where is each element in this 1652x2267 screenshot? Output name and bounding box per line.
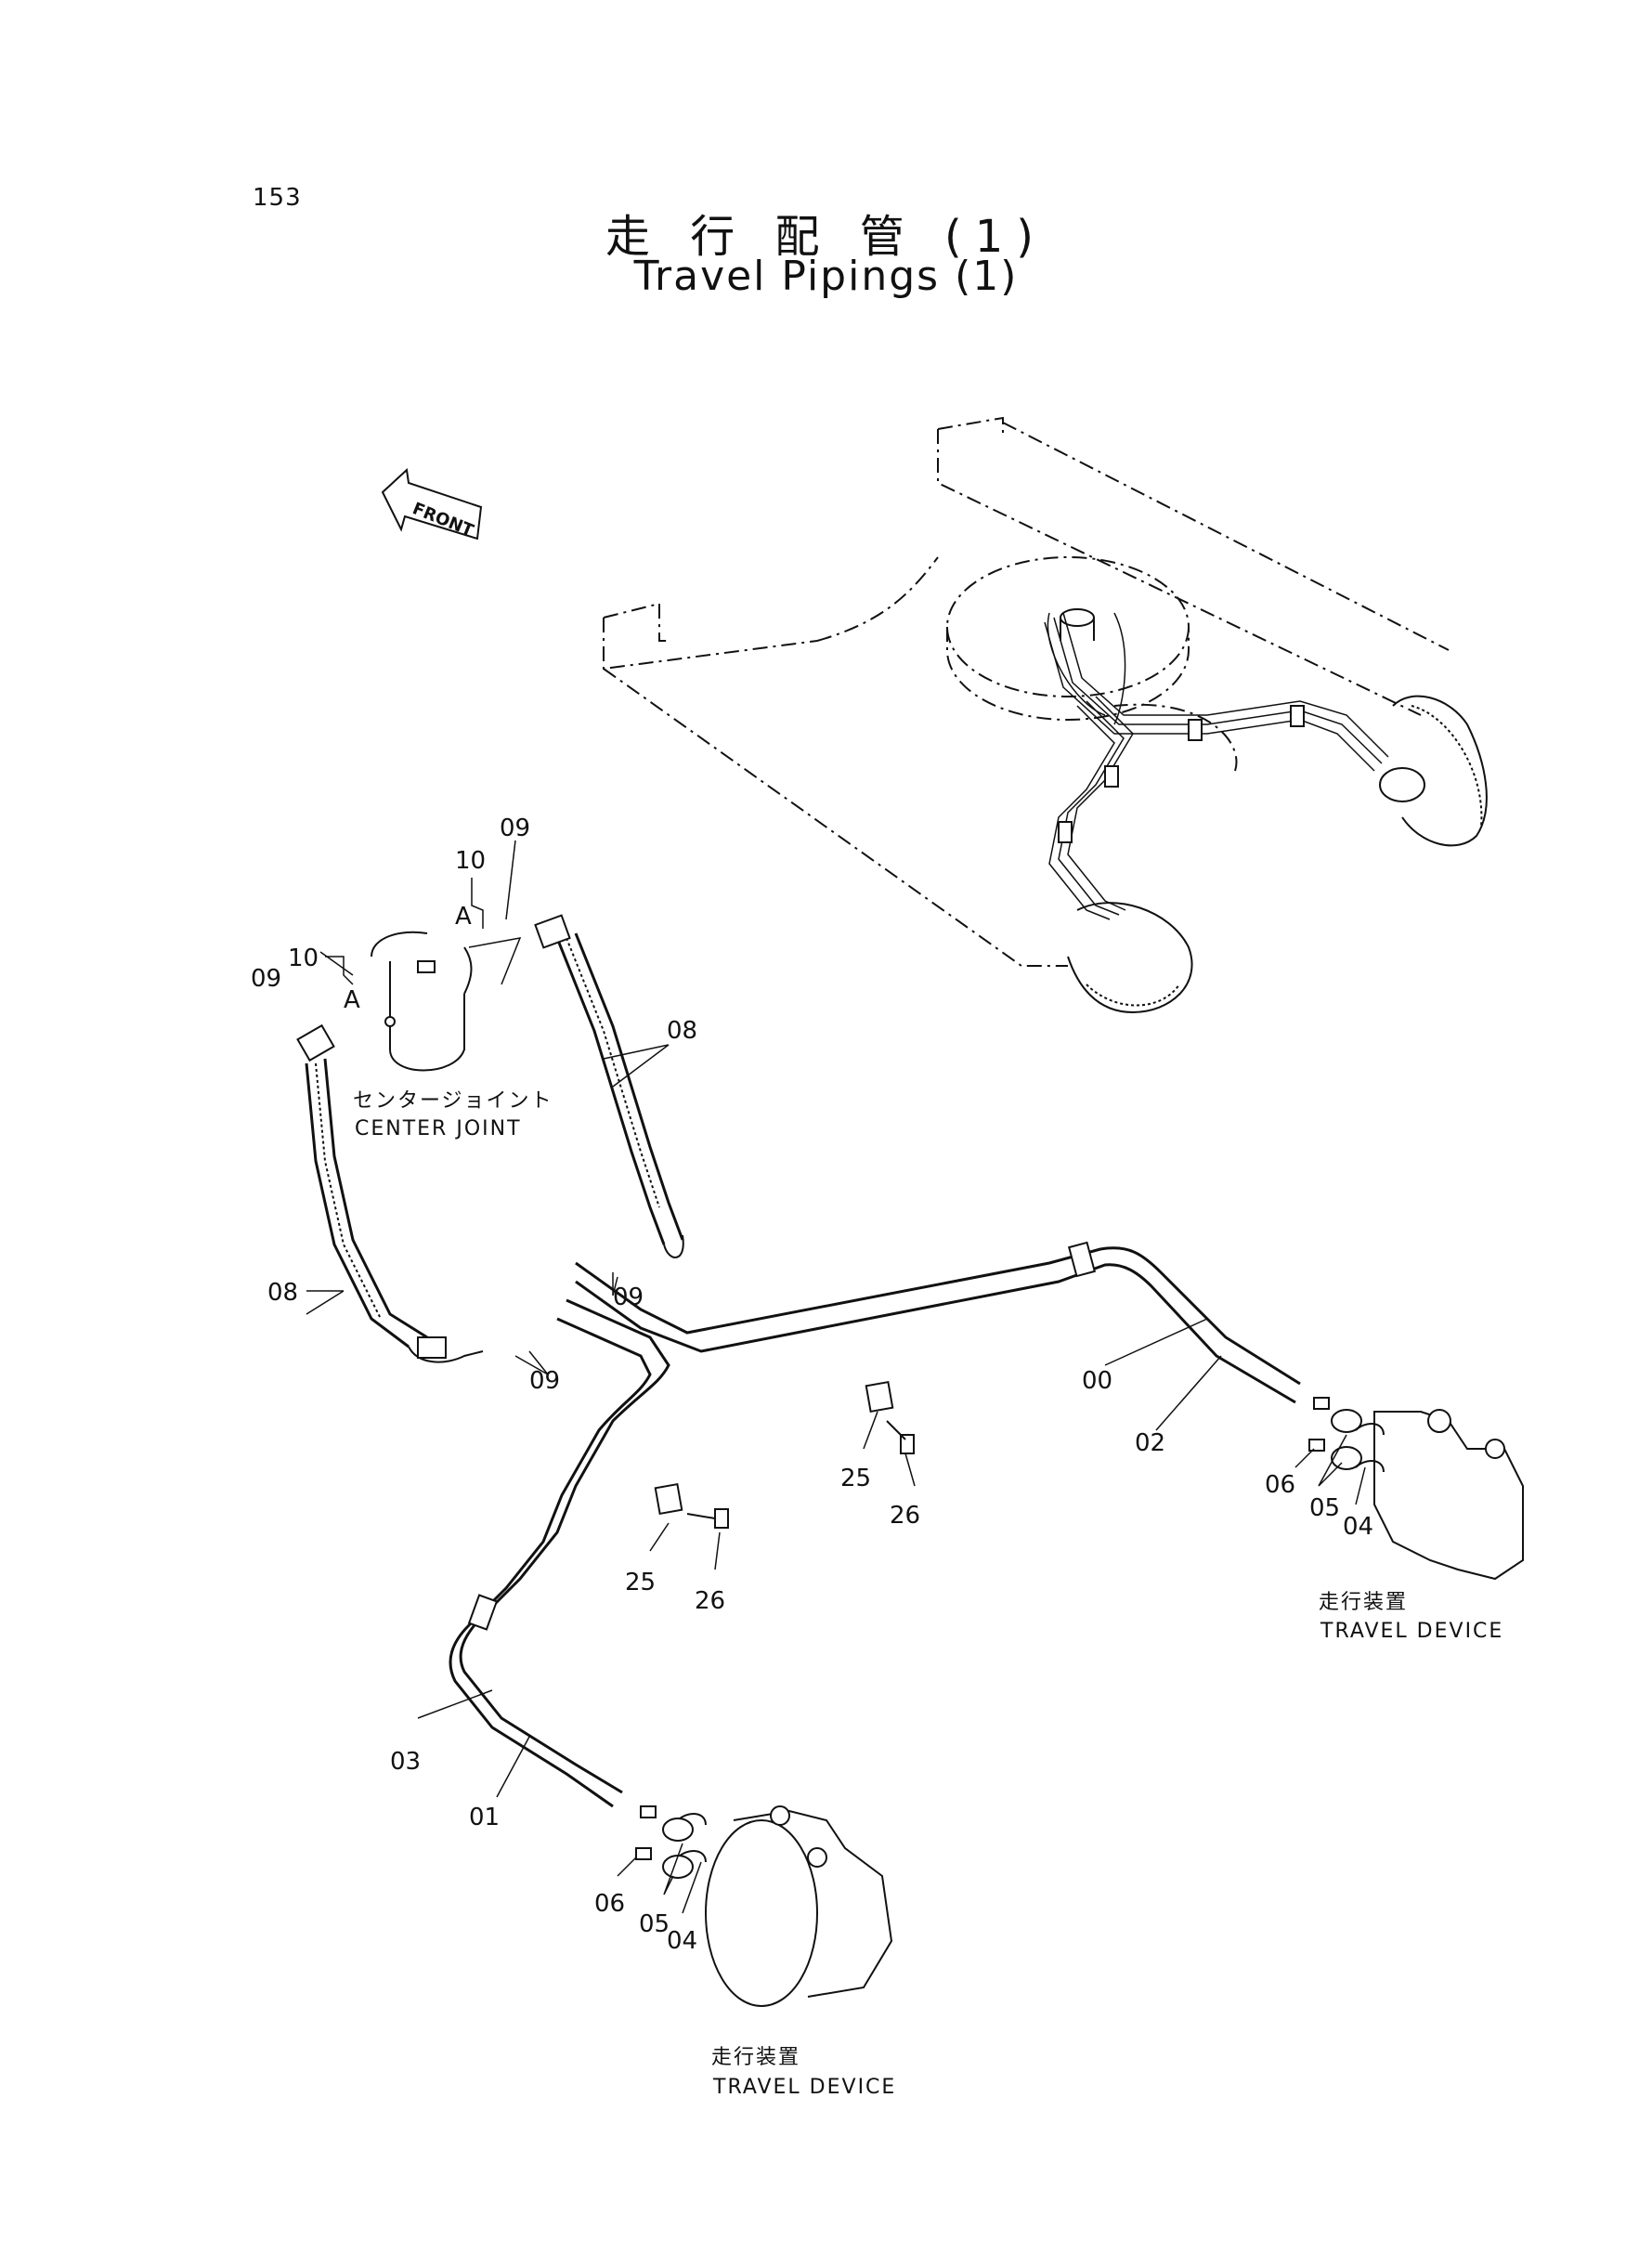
clamp-25-right [865, 1380, 915, 1454]
part-label-00: 00 [1082, 1367, 1112, 1395]
part-label-02: 02 [1135, 1429, 1165, 1457]
part-label-09: 09 [500, 814, 530, 842]
part-label-A: A [344, 986, 360, 1014]
center-joint [371, 931, 522, 1072]
part-label-25: 25 [840, 1465, 871, 1492]
part-label-26: 26 [695, 1587, 725, 1615]
part-label-05: 05 [639, 1910, 670, 1938]
travel-device-left-label-japanese: 走行装置 [711, 2046, 800, 2069]
travel-device-right-label-japanese: 走行装置 [1319, 1591, 1408, 1614]
travel-device-right-label-english: TRAVEL DEVICE [1320, 1620, 1503, 1643]
flange-left [635, 1805, 694, 1879]
part-label-09: 09 [251, 965, 281, 993]
page-title-japanese: 走 行 配 管 (1) [605, 211, 1047, 263]
flange-right [1308, 1397, 1362, 1470]
part-label-08: 08 [667, 1017, 697, 1045]
part-label-06: 06 [1265, 1471, 1295, 1499]
part-label-03: 03 [390, 1748, 421, 1776]
travel-device-left [677, 1805, 893, 2007]
frame-pipes [1044, 612, 1389, 920]
part-label-26: 26 [890, 1502, 920, 1530]
component-labels: センタージョイント CENTER JOINT 走行装置 TRAVEL DEVIC… [353, 1089, 1503, 2099]
hose-08-right [534, 914, 684, 1258]
travel-device-right [1355, 1409, 1524, 1581]
part-label-01: 01 [469, 1804, 500, 1831]
center-joint-label-english: CENTER JOINT [355, 1117, 522, 1140]
steel-pipes [449, 1241, 1301, 1808]
leader-lines [306, 840, 1366, 1914]
clamp-25-left [654, 1482, 729, 1529]
part-label-10: 10 [288, 945, 319, 972]
part-label-05: 05 [1309, 1494, 1340, 1522]
undercarriage-frame [603, 416, 1488, 1014]
part-label-06: 06 [594, 1890, 625, 1918]
center-joint-label-japanese: センタージョイント [353, 1089, 553, 1113]
part-label-04: 04 [667, 1927, 697, 1955]
part-label-A: A [455, 903, 472, 931]
part-label-09: 09 [613, 1283, 644, 1311]
part-label-08: 08 [267, 1279, 298, 1307]
part-label-09: 09 [529, 1367, 560, 1395]
part-number-labels: 09 10 A 09 10 A 08 08 09 09 00 02 25 26 … [251, 814, 1373, 1955]
page-number: 153 [253, 184, 302, 212]
travel-device-left-label-english: TRAVEL DEVICE [712, 2076, 896, 2099]
hose-08-left [296, 1023, 484, 1363]
part-label-04: 04 [1343, 1513, 1373, 1541]
front-label: FRONT [410, 499, 476, 541]
part-label-10: 10 [455, 847, 486, 875]
page-title-english: Travel Pipings (1) [633, 253, 1019, 300]
front-direction-arrow: FRONT [381, 467, 483, 541]
part-label-25: 25 [625, 1569, 656, 1596]
